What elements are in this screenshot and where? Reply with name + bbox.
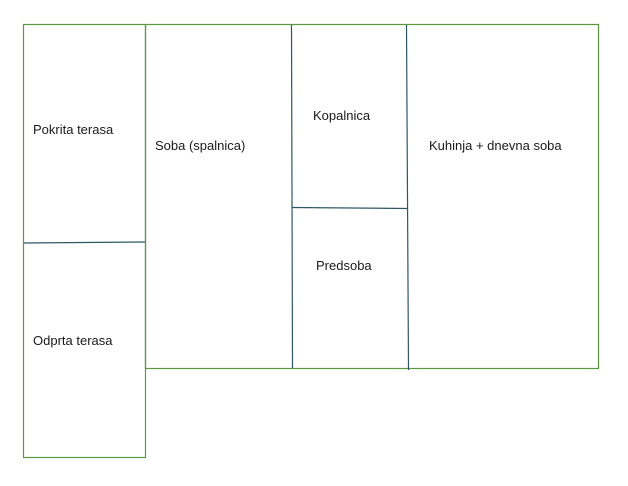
terrace-outline xyxy=(22,23,147,459)
room-label-bathroom: Kopalnica xyxy=(313,108,371,123)
bedroom-bathroom-wall xyxy=(290,24,294,369)
room-label-hallway: Predsoba xyxy=(316,258,372,273)
room-label-open-terrace: Odprta terasa xyxy=(33,333,113,348)
room-label-kitchen-living: Kuhinja + dnevna soba xyxy=(429,138,562,153)
main-apartment-outline xyxy=(144,23,600,370)
terrace-divider-wall xyxy=(23,241,146,244)
bathroom-hallway-wall xyxy=(291,206,408,210)
bathroom-kitchen-wall xyxy=(405,24,410,371)
room-label-covered-terrace: Pokrita terasa xyxy=(33,122,114,137)
room-label-bedroom: Soba (spalnica) xyxy=(155,138,246,153)
